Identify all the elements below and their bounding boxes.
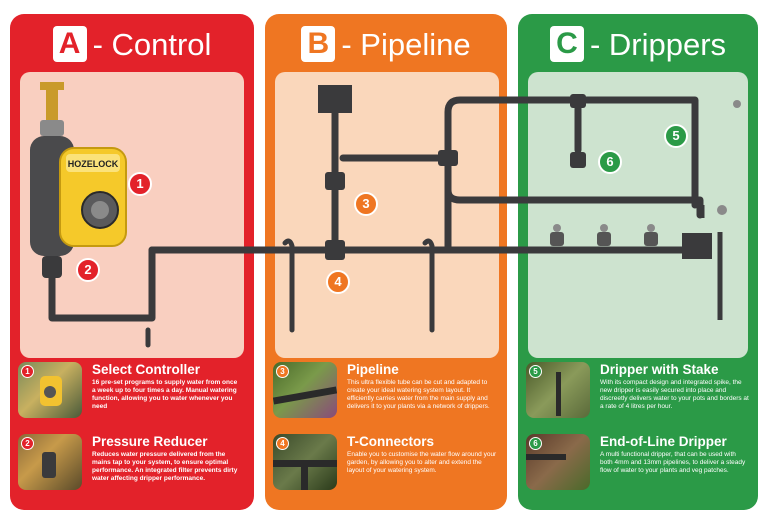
info-title: Select Controller [92,362,201,377]
dripper-with-stake [699,100,741,218]
diagram-area-drippers [528,72,748,358]
section-heading-drippers: C- Drippers [518,20,758,70]
info-text: 16 pre-set programs to supply water from… [92,379,238,411]
t-connector-photo: 4 [273,434,337,490]
photo-number-badge: 1 [21,365,34,378]
photo-number-badge: 4 [276,437,289,450]
water-controller: HOZELOCK [30,136,127,256]
info-end-line-dripper: End-of-Line Dripper A multi functional d… [600,434,750,475]
info-t-connectors: T-Connectors Enable you to customise the… [347,434,497,475]
section-title: - Drippers [589,27,727,62]
tap [40,82,64,136]
section-letter: A [52,25,87,62]
diagram-area-pipeline [275,72,499,358]
section-heading-control: A- Control [10,20,254,70]
info-title: Pipeline [347,362,399,377]
photo-number-badge: 3 [276,365,289,378]
section-title: - Pipeline [341,27,471,62]
pressure-reducer-photo: 2 [18,434,82,490]
info-title: Pressure Reducer [92,434,208,449]
info-text: A multi functional dripper, that can be … [600,451,746,475]
info-pressure-reducer: Pressure Reducer Reduces water pressure … [92,434,242,483]
callout-3: 3 [354,192,378,216]
upper-loop-pipe [444,96,699,209]
t-connectors [325,94,586,260]
info-title: T-Connectors [347,434,435,449]
pipeline-photo: 3 [273,362,337,418]
callout-5: 5 [664,124,688,148]
end-line-dripper-photo: 6 [526,434,590,490]
section-heading-pipeline: B- Pipeline [265,20,507,70]
photo-number-badge: 5 [529,365,542,378]
callout-4: 4 [326,270,350,294]
callout-2: 2 [76,258,100,282]
info-pipeline: Pipeline This ultra flexible tube can be… [347,362,497,411]
info-title: Dripper with Stake [600,362,719,377]
dripper-stake-photo: 5 [526,362,590,418]
pipe-network [48,96,704,322]
callout-6: 6 [598,150,622,174]
info-title: End-of-Line Dripper [600,434,727,449]
info-text: This ultra flexible tube can be cut and … [347,379,490,411]
control-loop-pipe [48,246,156,322]
controller-photo: 1 [18,362,82,418]
info-text: With its compact design and integrated s… [600,379,749,411]
info-dripper-stake: Dripper with Stake With its compact desi… [600,362,750,411]
pipe-connector-box [318,85,352,113]
callout-1: 1 [128,172,152,196]
section-letter: B [301,25,336,62]
pressure-reducer [42,256,62,278]
end-cap [682,233,712,259]
info-select-controller: Select Controller 16 pre-set programs to… [92,362,242,411]
controller-brand-text: HOZELOCK [68,159,119,169]
info-text: Enable you to customise the water flow a… [347,451,497,475]
photo-number-badge: 2 [21,437,34,450]
section-title: - Control [92,27,212,62]
section-letter: C [549,25,584,62]
inline-drippers [550,224,658,246]
ground-stakes [145,238,435,348]
info-text: Reduces water pressure delivered from th… [92,451,238,483]
lower-loop-pipe [444,186,704,219]
photo-number-badge: 6 [529,437,542,450]
